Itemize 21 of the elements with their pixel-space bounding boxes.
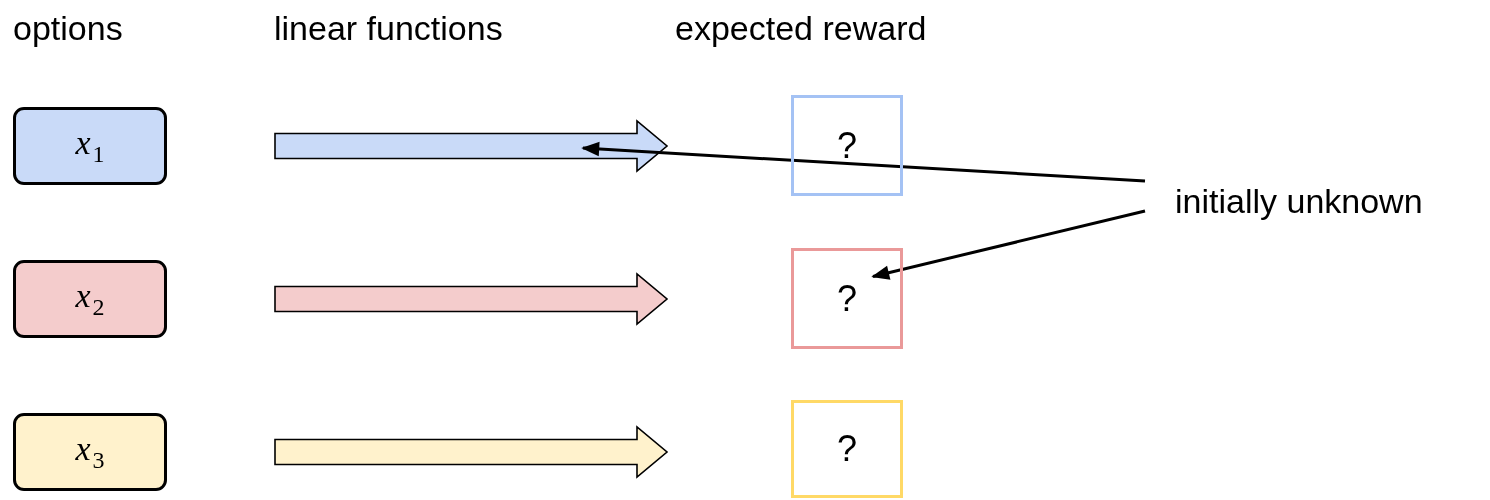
unknown-mark: ? bbox=[837, 124, 857, 167]
block-arrow bbox=[274, 425, 669, 479]
reward-box bbox=[791, 400, 903, 498]
variable-label: x$_{3}$ bbox=[75, 430, 105, 474]
reward-box bbox=[791, 248, 903, 349]
column-heading: expected reward bbox=[675, 8, 927, 48]
variable-label: x$_{2}$ bbox=[75, 277, 105, 321]
reward-box bbox=[791, 95, 903, 196]
unknown-mark: ? bbox=[837, 277, 857, 320]
leader-arrow bbox=[871, 209, 1146, 280]
unknown-mark: ? bbox=[837, 428, 857, 470]
option-box bbox=[13, 413, 167, 491]
column-heading: options bbox=[13, 8, 123, 48]
block-arrow bbox=[274, 272, 669, 326]
variable-label: x$_{1}$ bbox=[75, 124, 105, 168]
option-box bbox=[13, 260, 167, 338]
column-heading: linear functions bbox=[274, 8, 503, 48]
callout-text: initially unknown bbox=[1175, 180, 1475, 222]
block-arrow bbox=[274, 119, 669, 173]
leader-arrow bbox=[581, 141, 1146, 183]
option-box bbox=[13, 107, 167, 185]
